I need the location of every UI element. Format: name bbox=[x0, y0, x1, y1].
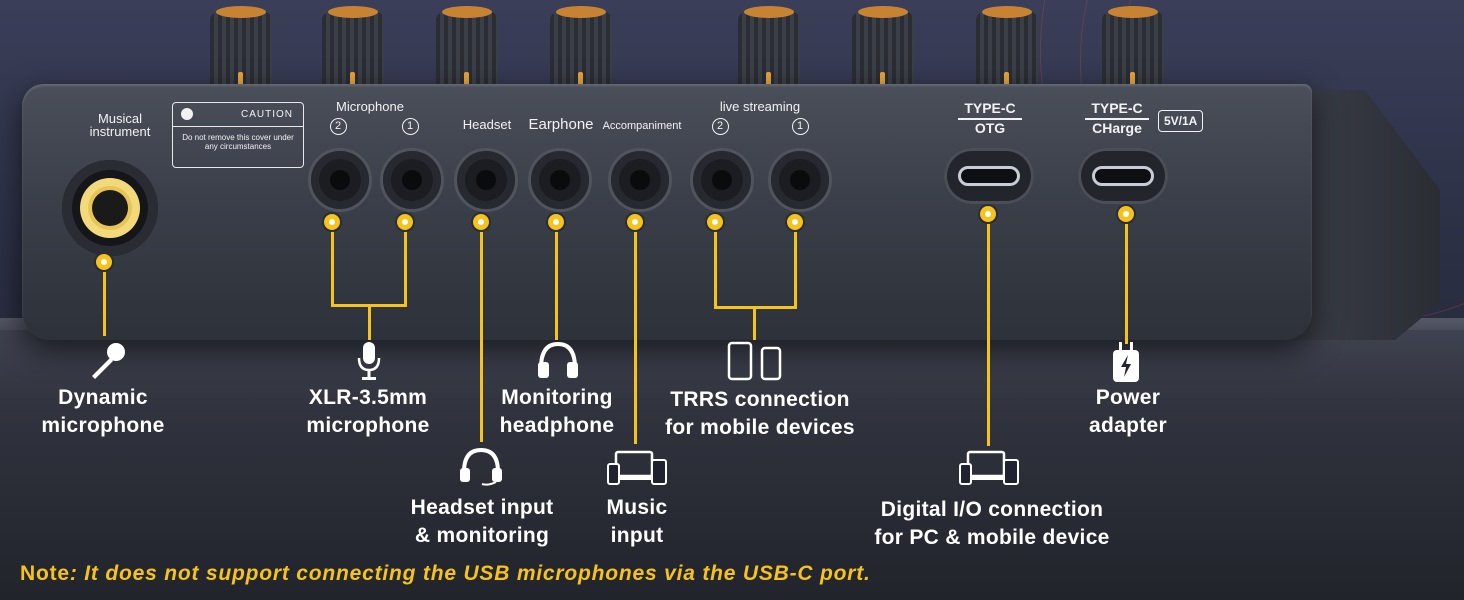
leader-line bbox=[987, 214, 990, 446]
leader-line bbox=[1125, 214, 1128, 344]
leader-line bbox=[103, 262, 106, 336]
charger-icon bbox=[1113, 342, 1139, 382]
warning-icon bbox=[181, 108, 193, 120]
knob bbox=[210, 6, 272, 94]
earphone-jack bbox=[528, 148, 592, 212]
callout-dot bbox=[324, 214, 340, 230]
callout-dot bbox=[980, 206, 996, 222]
leader-line bbox=[714, 222, 717, 308]
accompaniment-jack bbox=[608, 148, 672, 212]
usb-c-charge-port bbox=[1078, 148, 1168, 204]
knob bbox=[322, 6, 384, 94]
knob bbox=[976, 6, 1038, 94]
leader-line bbox=[368, 304, 371, 340]
callout-dot bbox=[397, 214, 413, 230]
label-typec-charge: TYPE-C CHarge bbox=[1085, 100, 1149, 137]
caution-text: Do not remove this cover under any circu… bbox=[173, 126, 303, 157]
label-typec-otg: TYPE-C OTG bbox=[958, 100, 1022, 137]
knob bbox=[852, 6, 914, 94]
label-accompaniment: Accompaniment bbox=[602, 120, 682, 132]
callout-dot bbox=[548, 214, 564, 230]
label-musical-instrument: Musical instrument bbox=[89, 111, 151, 139]
mic-capsule-icon bbox=[357, 342, 381, 380]
shelf bbox=[0, 330, 1464, 600]
mic-2-jack bbox=[308, 148, 372, 212]
instrument-jack bbox=[62, 160, 158, 256]
label-mic-2: 2 bbox=[328, 118, 348, 135]
label-microphone: Microphone bbox=[336, 99, 404, 114]
leader-line bbox=[404, 222, 407, 306]
leader-line bbox=[634, 222, 637, 444]
mic-1-jack bbox=[380, 148, 444, 212]
devices-icon bbox=[607, 450, 667, 485]
leader-line bbox=[555, 222, 558, 340]
callout-dot bbox=[1118, 206, 1134, 222]
callout-headset-input: Headset input& monitoring bbox=[410, 496, 554, 547]
caution-box: CAUTION Do not remove this cover under a… bbox=[172, 102, 304, 168]
knob bbox=[1102, 6, 1164, 94]
label-live-2: 2 bbox=[710, 118, 730, 135]
knob bbox=[550, 6, 612, 94]
usb-c-otg-port bbox=[944, 148, 1034, 204]
headset-icon bbox=[460, 447, 502, 486]
label-live-1: 1 bbox=[790, 118, 810, 135]
label-headset: Headset bbox=[462, 117, 512, 132]
callout-dot bbox=[96, 254, 112, 270]
usb-note: Note: It does not support connecting the… bbox=[20, 562, 871, 586]
callout-dot bbox=[473, 214, 489, 230]
callout-dot bbox=[707, 214, 723, 230]
headset-jack bbox=[454, 148, 518, 212]
headphone-icon bbox=[538, 341, 578, 378]
leader-line bbox=[331, 222, 334, 306]
label-live-streaming: live streaming bbox=[719, 99, 801, 114]
rating-badge: 5V/1A bbox=[1158, 110, 1204, 132]
label-earphone: Earphone bbox=[528, 116, 594, 133]
devices-icon bbox=[959, 450, 1019, 485]
callout-dot bbox=[627, 214, 643, 230]
live-1-jack bbox=[768, 148, 832, 212]
knob bbox=[436, 6, 498, 94]
note-lead: Note bbox=[20, 562, 70, 585]
callout-dot bbox=[787, 214, 803, 230]
label-mic-1: 1 bbox=[400, 118, 420, 135]
live-2-jack bbox=[690, 148, 754, 212]
leader-line bbox=[753, 306, 756, 340]
leader-line bbox=[794, 222, 797, 308]
microphone-icon bbox=[92, 343, 125, 379]
caution-title: CAUTION bbox=[241, 109, 293, 120]
leader-line bbox=[480, 222, 483, 442]
phones-icon bbox=[727, 341, 782, 381]
knob bbox=[738, 6, 800, 94]
note-text: : It does not support connecting the USB… bbox=[69, 562, 871, 585]
